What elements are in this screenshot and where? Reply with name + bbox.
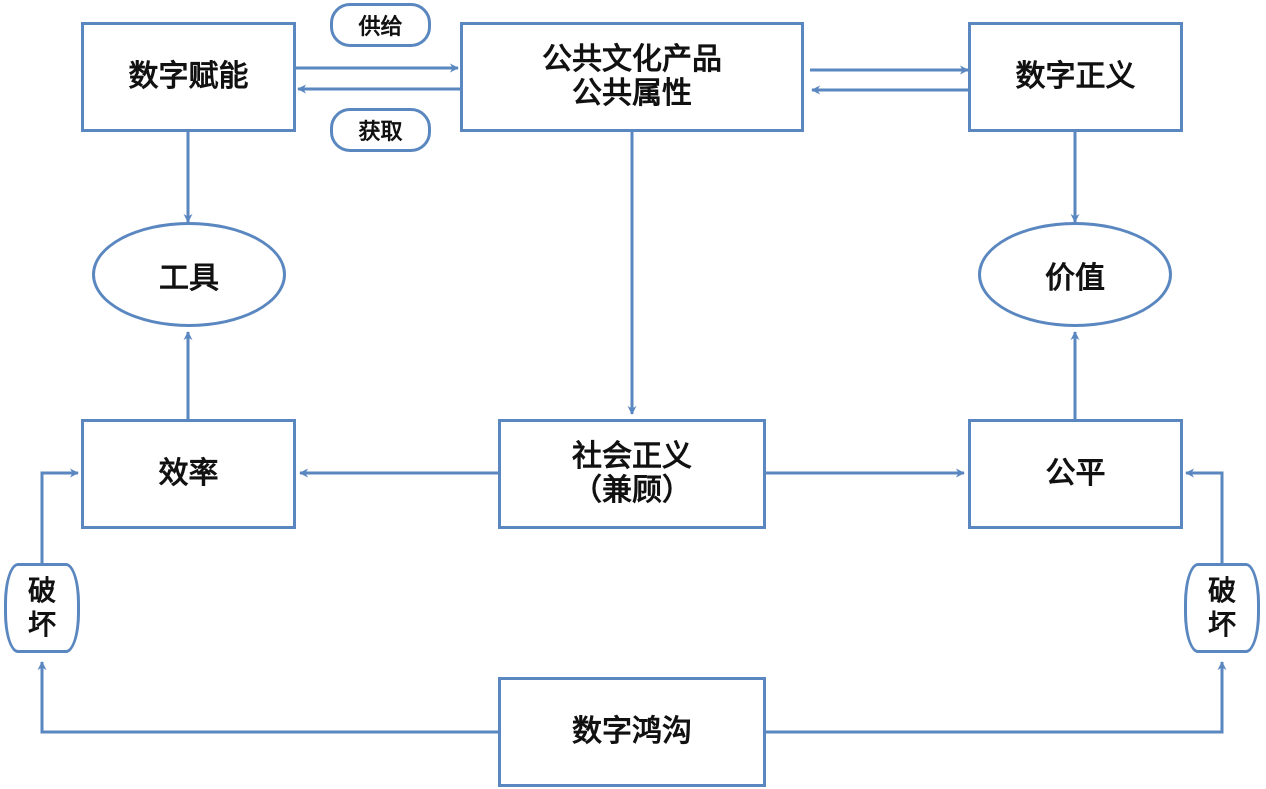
node-digital-divide-label: 数字鸿沟 <box>572 714 692 749</box>
node-tool-label: 工具 <box>159 260 219 296</box>
node-social-justice-line1: 社会正义 <box>572 439 692 474</box>
node-value-label: 价值 <box>1045 260 1105 296</box>
node-efficiency-label: 效率 <box>158 456 219 491</box>
node-tool: 工具 <box>92 222 286 327</box>
label-destroy-left-char2: 坏 <box>27 608 56 641</box>
node-fairness: 公平 <box>968 419 1183 529</box>
node-digital-justice-label: 数字正义 <box>1015 59 1136 94</box>
node-public-culture-line1: 公共文化产品 <box>542 42 722 77</box>
label-destroy-right: 破 坏 <box>1184 563 1260 653</box>
label-destroy-left-char1: 破 <box>27 574 56 607</box>
arrow-divide-to-left-destroy <box>37 661 500 734</box>
arrow-right-destroy-to-fairness <box>1185 468 1224 563</box>
node-efficiency: 效率 <box>81 419 296 529</box>
arrow-left-destroy-to-efficiency <box>40 468 79 563</box>
label-supply-text: 供给 <box>358 15 403 40</box>
node-digital-empowerment-label: 数字赋能 <box>128 59 249 94</box>
label-destroy-right-char2: 坏 <box>1207 608 1236 641</box>
node-social-justice: 社会正义 （兼顾） <box>498 419 766 529</box>
label-destroy-left: 破 坏 <box>4 563 80 653</box>
node-digital-divide: 数字鸿沟 <box>498 677 766 787</box>
node-public-culture-line2: 公共属性 <box>572 76 692 111</box>
node-public-culture: 公共文化产品 公共属性 <box>460 22 804 132</box>
label-supply: 供给 <box>330 3 431 47</box>
label-acquire-text: 获取 <box>358 120 403 145</box>
label-acquire: 获取 <box>330 108 431 152</box>
node-fairness-label: 公平 <box>1045 456 1106 491</box>
arrow-divide-to-right-destroy <box>765 661 1227 734</box>
node-social-justice-line2: （兼顾） <box>572 473 692 508</box>
node-digital-empowerment: 数字赋能 <box>81 22 296 132</box>
node-digital-justice: 数字正义 <box>968 22 1183 132</box>
label-destroy-right-char1: 破 <box>1207 574 1236 607</box>
node-value: 价值 <box>978 222 1172 327</box>
